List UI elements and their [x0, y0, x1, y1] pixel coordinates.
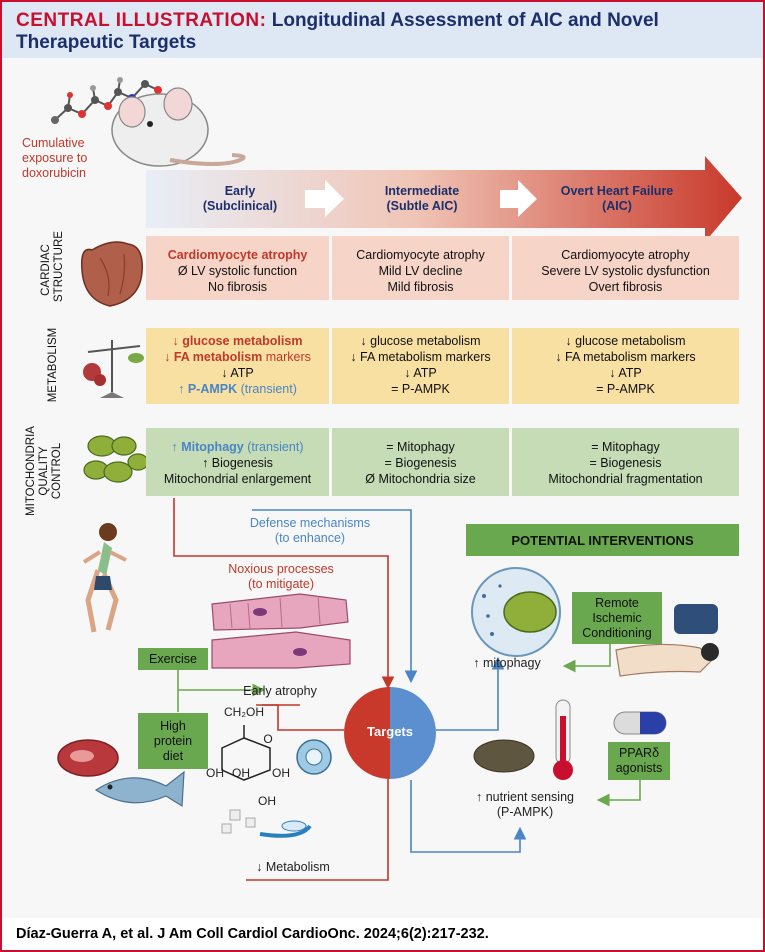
scale-icon	[83, 340, 144, 398]
glucose-o: O	[263, 732, 273, 746]
glucose-oh-bottom: OH	[258, 794, 276, 808]
noxious-label: Noxious processes(to mitigate)	[228, 562, 334, 591]
heart-icon	[80, 241, 143, 307]
runner-icon	[82, 523, 127, 633]
targets-circle-blue	[390, 687, 436, 779]
exposure-label: Cumulative exposure to doxorubicin	[22, 136, 88, 180]
figure-title: CENTRAL ILLUSTRATION: Longitudinal Asses…	[16, 10, 659, 53]
early-atrophy-label: Early atrophy	[243, 684, 317, 698]
noxious-flow	[173, 498, 395, 881]
header-banner: CENTRAL ILLUSTRATION: Longitudinal Asses…	[2, 2, 763, 58]
citation-footer: Díaz-Guerra A, et al. J Am Coll Cardiol …	[2, 918, 763, 950]
interventions-title: POTENTIAL INTERVENTIONS	[466, 524, 739, 556]
stage-progress-arrow	[146, 156, 742, 242]
capsule-icon	[613, 711, 667, 735]
metabolism-early: ↓ glucose metabolism ↓ FA metabolism mar…	[146, 328, 329, 404]
stage-chevron-1	[305, 180, 344, 217]
exercise-box: Exercise	[138, 648, 208, 670]
stage-early: Early(Subclinical)	[202, 184, 278, 213]
pellets-icon	[473, 739, 535, 773]
fish-icon	[94, 770, 185, 808]
mouse-icon	[111, 87, 246, 167]
defense-flow	[252, 509, 527, 853]
arm-cuff-icon	[615, 604, 719, 677]
intervention-flow	[177, 640, 641, 807]
glucose-oh-right: OH	[272, 766, 290, 780]
targets-circle-red	[344, 687, 390, 779]
glucose-structure	[221, 725, 271, 781]
row-label-metabolism: METABOLISM	[47, 327, 59, 403]
cardiomyocyte-icon	[211, 593, 351, 669]
sugar-icon	[221, 809, 312, 838]
mito-early: ↑ Mitophagy (transient) ↑ Biogenesis Mit…	[146, 428, 329, 496]
glucose-oh-left: OH	[206, 766, 224, 780]
glucose-ch2oh: CH₂OH	[224, 705, 264, 719]
metabolism-overt: ↓ glucose metabolism↓ FA metabolism mark…	[512, 328, 739, 404]
mitophagy-label: ↑ mitophagy	[473, 656, 541, 670]
nutrient-sensing-label: ↑ nutrient sensing(P-AMPK)	[476, 790, 574, 819]
metabolism-label: ↓ Metabolism	[256, 860, 330, 874]
thermometer-icon	[553, 699, 573, 780]
lipid-icon	[296, 739, 332, 775]
mitochondria-icon	[83, 435, 149, 483]
glucose-oh-mid: OH	[232, 766, 250, 780]
stage-overt: Overt Heart Failure(AIC)	[560, 184, 674, 213]
targets-label: Targets	[367, 724, 413, 739]
autophagosome-icon	[471, 567, 561, 657]
stage-chevron-2	[500, 180, 537, 217]
stage-intermediate: Intermediate(Subtle AIC)	[384, 184, 460, 213]
meat-icon	[57, 739, 119, 777]
metabolism-intermediate: ↓ glucose metabolism↓ FA metabolism mark…	[332, 328, 509, 404]
defense-label: Defense mechanisms(to enhance)	[249, 516, 371, 545]
